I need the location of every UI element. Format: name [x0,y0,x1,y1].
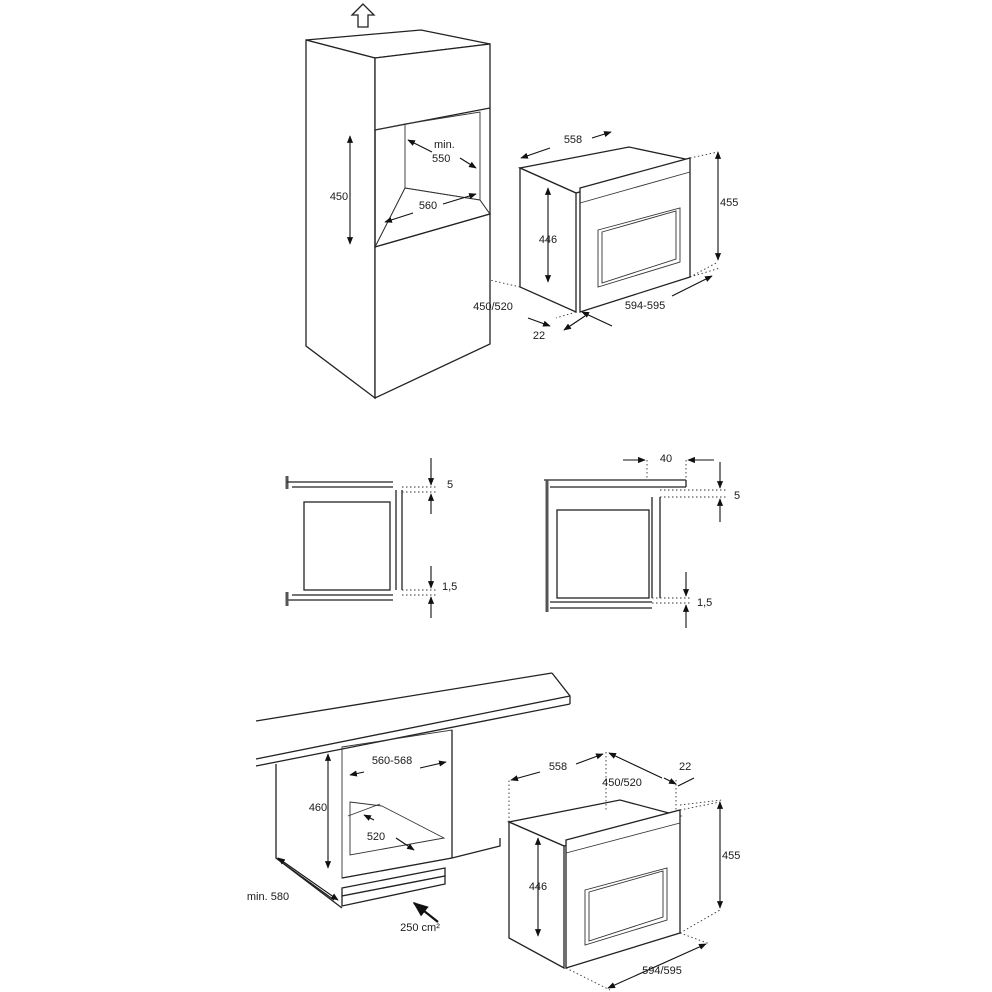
gap-bottom-right: 1,5 [697,597,712,609]
dim-min-depth: 550 [432,153,450,165]
dim-oven-height-body-low: 446 [529,881,547,893]
dim-min-label: min. [434,139,455,151]
detail-right: 40 5 1,5 [544,453,740,628]
upper-cabinet: 450 min. 550 560 [305,3,491,400]
detail-left: 5 1,5 [285,458,457,618]
dim-min-depth-low: min. 580 [247,891,289,903]
dim-oven-width-low: 594/595 [642,965,682,977]
dim-niche-height: 450 [330,191,348,203]
dim-oven-depth: 558 [564,134,582,146]
dim-oven-height-total-low: 455 [722,850,740,862]
dim-oven-height-total: 455 [720,197,738,209]
gap-bottom-left: 1,5 [442,581,457,593]
dim-niche-width-low: 560-568 [372,755,412,767]
gap-top-right: 5 [734,490,740,502]
dim-oven-depth-low: 558 [549,761,567,773]
dim-niche-depth-low: 520 [367,831,385,843]
dim-front-offset-low: 22 [679,761,691,773]
dim-oven-height-body: 446 [539,234,557,246]
vent-area: 250 cm² [400,922,440,934]
upper-oven: 558 455 446 450/520 22 594-595 [473,131,738,342]
dim-niche-height-low: 460 [309,802,327,814]
dim-front-offset: 22 [533,330,545,342]
dim-oven-width: 594-595 [625,300,665,312]
gap-top-left: 5 [447,479,453,491]
dim-install-depth-low: 450/520 [602,777,642,789]
lower-oven: 558 450/520 22 455 446 594/595 [506,752,740,991]
dim-niche-width: 560 [419,200,437,212]
ventilation-up-arrow-icon [350,3,376,28]
lower-cabinet: 460 560-568 520 min. 580 250 cm² [247,672,571,934]
dim-install-depth: 450/520 [473,301,513,313]
overhang: 40 [660,453,672,465]
